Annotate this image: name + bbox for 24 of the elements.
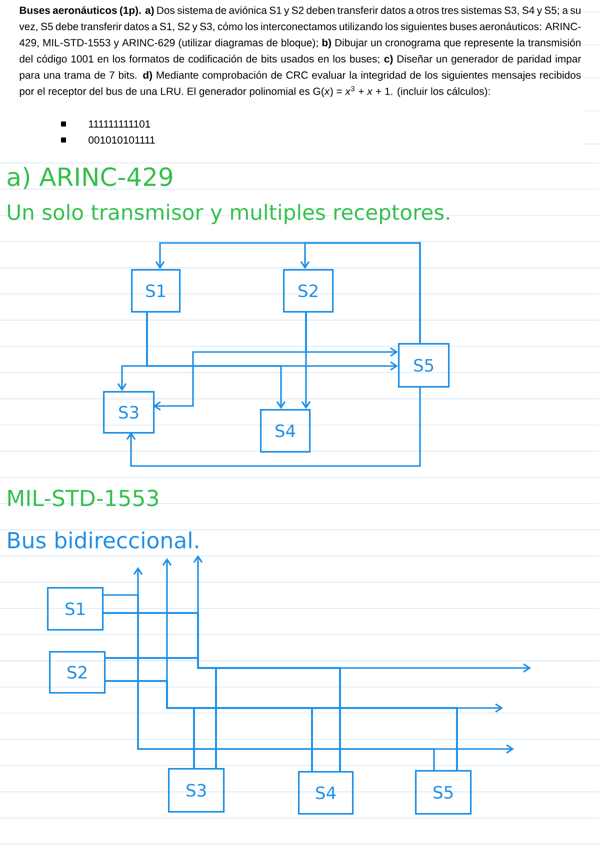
- system-box: S4: [298, 771, 354, 815]
- system-box: S5: [415, 770, 472, 815]
- handwritten-note: Un solo transmisor y multiples receptores.: [8, 204, 449, 224]
- question-text: Buses aeronáuticos (1p). a) Dos sistema de aviónica S1 y S2 deben transferir datos a otros tres sistemas S3, S4 y S5; a su vez, S5 debe transferir datos a S1, S2 y S3, cómo los interconectamos utilizando los siguientes buses aeronáuticos: ARINC-429, MIL-STD-1553 y ARINC-629 (utilizar diagramas de bloque); b) Dibujar un cronograma que represente la transmisión del código 1001 en los formatos de codificación de bits usados en los buses; c) Diseñar un generador de paridad impar para una trama de 7 bits. d) Mediante comprobación de CRC evaluar la integridad de los siguientes mensajes recibidos por el receptor del bus de una LRU. El generador polinomial es G(x) = x$^{3}$ + x + 1. (incluir los cálculos):: [19, 6, 581, 98]
- connector-line: [102, 594, 435, 770]
- connector-line: [126, 386, 421, 467]
- handwritten-note: Bus bidireccional.: [8, 531, 198, 549]
- connector-line: [300, 242, 421, 343]
- connector-line: [153, 311, 307, 411]
- connector-line: [215, 667, 341, 771]
- system-box: S2: [49, 651, 106, 694]
- system-box: S3: [168, 768, 225, 813]
- connector-line: [146, 311, 286, 409]
- handwritten-heading: a) ARINC-429: [8, 166, 172, 190]
- handwritten-heading: MIL-STD-1553: [8, 490, 158, 506]
- code-word: 111111111101: [89, 120, 150, 128]
- code-word: 001010101111: [88, 136, 155, 144]
- system-box: S4: [260, 409, 311, 453]
- system-box: S2: [283, 269, 334, 313]
- system-box: S1: [47, 587, 104, 631]
- system-box: S1: [131, 269, 181, 313]
- connector-line: [311, 707, 458, 771]
- system-box: S5: [398, 343, 450, 388]
- system-box: S3: [103, 391, 155, 434]
